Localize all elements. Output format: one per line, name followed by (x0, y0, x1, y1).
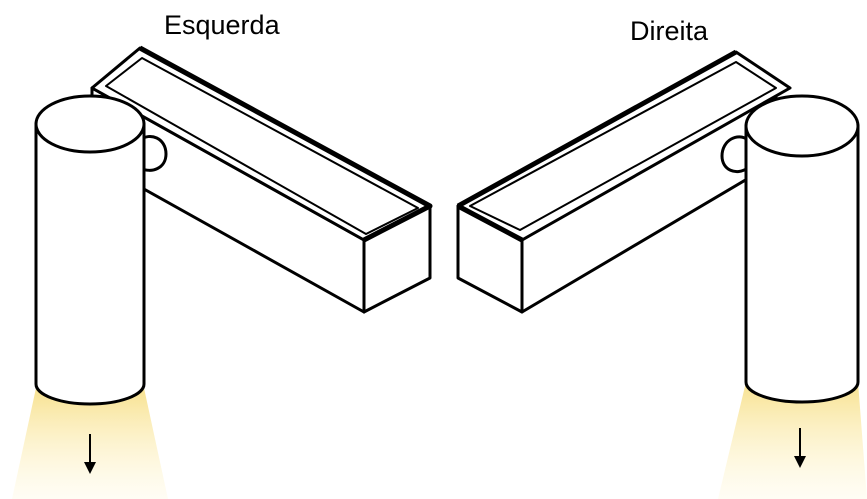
right-cylinder-top (744, 94, 860, 158)
down-arrow-icon (794, 428, 806, 468)
left-fixture (12, 45, 433, 499)
right-cylinder-body (744, 124, 860, 404)
left-cylinder-top (34, 94, 146, 154)
right-connector (720, 135, 750, 173)
left-connector (138, 135, 168, 172)
right-bar-edge (456, 49, 738, 243)
left-label: Esquerda (164, 10, 280, 40)
left-bar-top-rim (105, 57, 419, 235)
right-label: Direita (630, 16, 709, 46)
right-light-beam (718, 382, 867, 499)
left-cylinder-body (34, 122, 146, 406)
down-arrow-icon (84, 434, 96, 474)
right-fixture (456, 49, 867, 499)
left-bar-edge (138, 45, 433, 243)
right-bar-top-rim (469, 61, 777, 231)
